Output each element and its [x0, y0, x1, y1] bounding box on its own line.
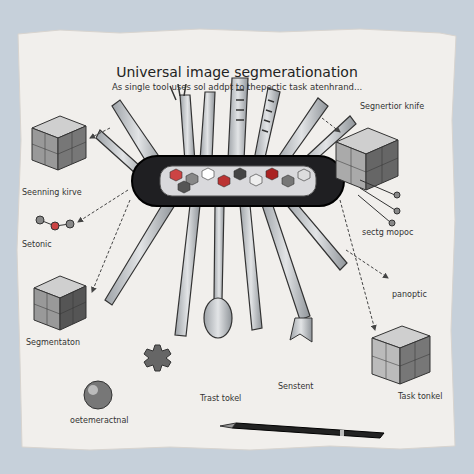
tool-label: Setonic	[22, 240, 52, 249]
tool-label: sectg mopoc	[362, 228, 413, 237]
tool-label: Segnertior knife	[360, 102, 424, 111]
diagram-title: Universal image segmerationation	[116, 64, 358, 80]
tool-label: oetemeractnal	[70, 416, 129, 425]
tool-label: panoptic	[392, 290, 427, 299]
tool-label: Seenning kirve	[22, 188, 82, 197]
subtitle: As single tool uses sol addpt to thepect…	[112, 82, 362, 92]
tool-label: Segmentaton	[26, 338, 80, 347]
tool-label: Task tonkel	[398, 392, 442, 401]
tool-label: Senstent	[278, 382, 314, 391]
tool-label: Trast tokel	[200, 394, 241, 403]
